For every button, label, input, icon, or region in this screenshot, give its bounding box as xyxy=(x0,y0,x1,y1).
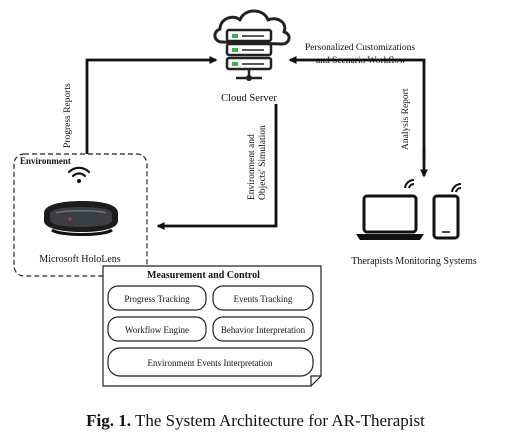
progress-tracking-label: Progress Tracking xyxy=(124,294,190,304)
figure-caption: Fig. 1. The System Architecture for AR-T… xyxy=(0,411,511,431)
behavior-interpretation-module: Behavior Interpretation xyxy=(212,316,314,342)
laptop-icon xyxy=(356,178,424,240)
env-simulation-arrow xyxy=(156,104,278,230)
events-tracking-module: Events Tracking xyxy=(212,285,314,311)
env-simulation-label-line2: Objects' Simulation xyxy=(258,125,268,200)
cloud-server-label: Cloud Server xyxy=(221,93,277,104)
server-stack-icon xyxy=(213,9,291,81)
environment-events-label: Environment Events Interpretation xyxy=(148,358,273,368)
workflow-engine-label: Workflow Engine xyxy=(125,325,189,335)
therapists-label: Therapists Monitoring Systems xyxy=(351,256,477,267)
wifi-icon xyxy=(67,166,91,183)
environment-label: Environment xyxy=(20,156,71,166)
customizations-label-line2: and Scenario Workflow xyxy=(316,55,406,66)
hololens-headset-icon xyxy=(44,201,118,236)
env-simulation-label-line1: Environment and xyxy=(247,134,257,200)
workflow-engine-module: Workflow Engine xyxy=(107,316,207,342)
environment-events-module: Environment Events Interpretation xyxy=(107,347,314,377)
behavior-interpretation-label: Behavior Interpretation xyxy=(221,325,306,335)
progress-tracking-module: Progress Tracking xyxy=(107,285,207,311)
measurement-control-label: Measurement and Control xyxy=(147,270,260,281)
progress-reports-label: Progress Reports xyxy=(63,83,73,148)
figure-title: The System Architecture for AR-Therapist xyxy=(131,411,425,430)
analysis-report-label: Analysis Report xyxy=(401,88,411,150)
smartphone-icon xyxy=(432,182,462,240)
events-tracking-label: Events Tracking xyxy=(234,294,293,304)
progress-reports-arrow xyxy=(85,56,218,154)
hololens-label: Microsoft HoloLens xyxy=(39,254,120,265)
customizations-label-line1: Personalized Customizations xyxy=(305,43,415,53)
customizations-arrow xyxy=(288,56,426,160)
figure-number: Fig. 1. xyxy=(86,411,132,430)
